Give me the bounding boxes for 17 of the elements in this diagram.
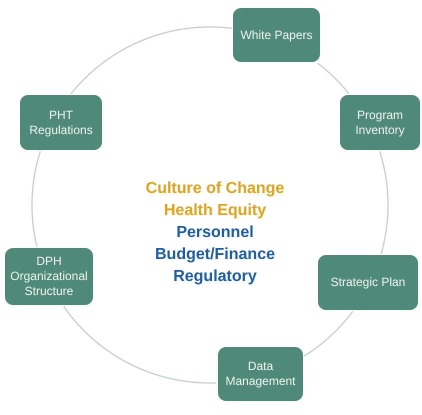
ring-connector xyxy=(379,151,389,254)
center-topic: Regulatory xyxy=(173,267,257,287)
rounded-box: PHT Regulations xyxy=(20,95,102,150)
ring-connector xyxy=(317,62,350,94)
rounded-box: DPH Organizational Structure xyxy=(5,248,93,305)
rounded-box: White Papers xyxy=(233,8,320,62)
ring-connector xyxy=(31,151,41,247)
ring-connector xyxy=(304,310,354,357)
ring-connector xyxy=(63,306,216,384)
center-topic: Health Equity xyxy=(164,201,266,221)
ring-connector xyxy=(70,26,232,94)
center-topic: Culture of Change xyxy=(146,179,284,199)
rounded-box: Data Management xyxy=(218,347,303,401)
center-topic: Personnel xyxy=(176,223,254,243)
center-topic: Budget/Finance xyxy=(154,245,275,265)
rounded-box: Strategic Plan xyxy=(318,255,418,310)
rounded-box: Program Inventory xyxy=(340,95,420,150)
